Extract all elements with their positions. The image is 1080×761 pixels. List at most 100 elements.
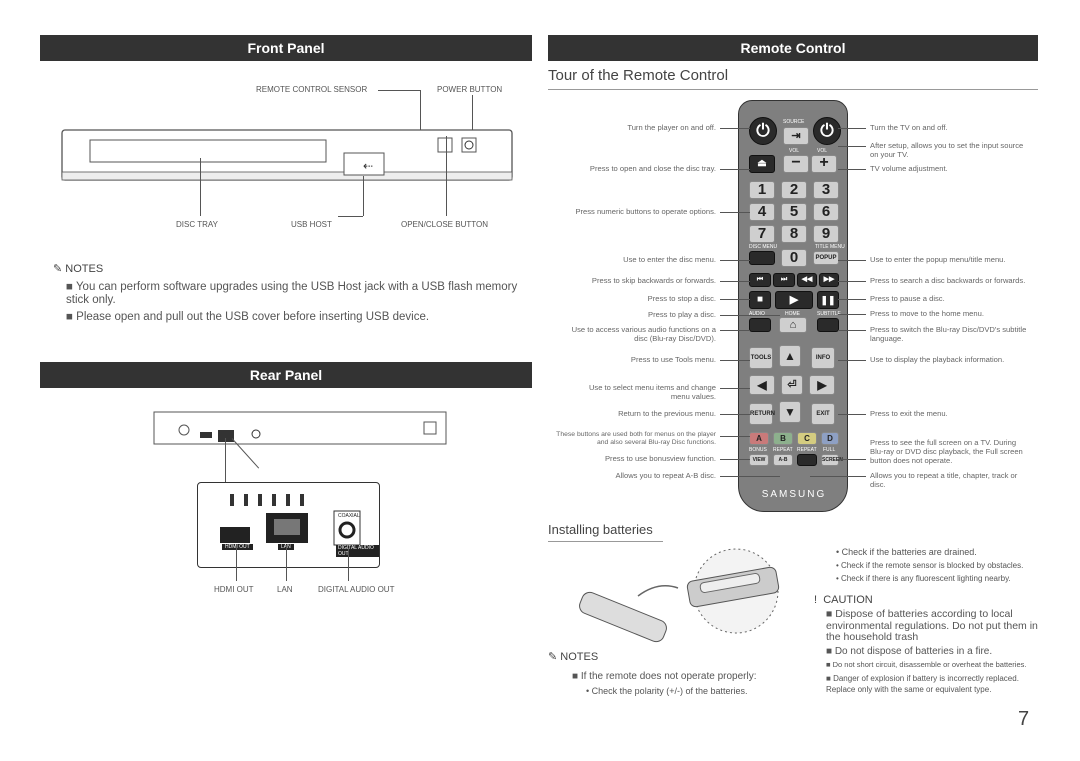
label-popup: Use to enter the popup menu/title menu. — [870, 255, 1006, 264]
bonusview-button[interactable]: VIEW — [749, 454, 769, 466]
remote-control-header: Remote Control — [548, 35, 1038, 61]
up-arrow-button[interactable]: ▲ — [779, 345, 801, 367]
label-home: Press to move to the home menu. — [870, 309, 984, 318]
page-number: 7 — [1018, 708, 1030, 730]
power-button[interactable]: ⏻ — [749, 117, 777, 145]
remote-control-body: ⏻ ⇥ SOURCE ⏻ ⏏ − + VOL VOL 1 2 3 4 5 6 7… — [738, 100, 848, 512]
subtitle-button[interactable] — [817, 318, 839, 332]
down-arrow-button[interactable]: ▼ — [779, 401, 801, 423]
repeat-ab-button[interactable]: A-B — [773, 454, 793, 466]
lan-port-label: LAN — [278, 544, 294, 550]
d-button[interactable]: D — [821, 432, 839, 445]
pencil-icon: ✎ — [548, 651, 558, 663]
label-bonusview: Press to use bonusview function. — [604, 454, 716, 463]
label-full-screen: Press to see the full screen on a TV. Du… — [870, 438, 1023, 465]
skip-forward-button[interactable]: ⏭ — [773, 273, 795, 287]
label-exit: Press to exit the menu. — [870, 409, 948, 418]
label-skip: Press to skip backwards or forwards. — [591, 276, 716, 285]
front-panel-header: Front Panel — [40, 35, 532, 61]
a-button[interactable]: A — [749, 432, 769, 445]
svg-text:⇠: ⇠ — [363, 159, 373, 173]
num-8-button[interactable]: 8 — [781, 225, 807, 243]
player-front-illustration: ⇠ — [60, 128, 514, 184]
label-subtitle: Press to switch the Blu-ray Disc/DVD's s… — [870, 325, 1027, 343]
right-arrow-button[interactable]: ▶ — [809, 375, 835, 395]
full-screen-button[interactable]: SCREEN — [821, 454, 843, 466]
caution-3: ■ Do not short circuit, disassemble or o… — [826, 660, 1027, 669]
tv-power-button[interactable]: ⏻ — [813, 117, 841, 145]
enter-button[interactable]: ⏎ — [781, 375, 803, 395]
battery-check-2: • Check if the batteries are drained. — [836, 547, 977, 557]
num-4-button[interactable]: 4 — [749, 203, 775, 221]
label-tools: Press to use Tools menu. — [630, 355, 716, 364]
num-1-button[interactable]: 1 — [749, 181, 775, 199]
digital-port-label: DIGITAL AUDIO OUT — [336, 545, 379, 557]
skip-back-button[interactable]: ⏮ — [749, 273, 771, 287]
pause-button[interactable]: ❚❚ — [817, 291, 839, 309]
home-button[interactable]: ⌂ — [779, 317, 807, 333]
tools-button[interactable]: TOOLS — [749, 347, 773, 369]
samsung-logo: SAMSUNG — [761, 489, 827, 500]
rear-ports-detail: HDMI OUT LAN COAXIAL DIGITAL AUDIO OUT — [197, 482, 380, 568]
vol-minus-button[interactable]: − — [783, 155, 809, 173]
vol-plus-button[interactable]: + — [811, 155, 837, 173]
source-button[interactable]: ⇥ — [783, 127, 809, 145]
remote-sensor-label: REMOTE CONTROL SENSOR — [256, 85, 368, 94]
num-0-button[interactable]: 0 — [781, 249, 807, 267]
caution-heading: ! CAUTION — [814, 594, 873, 606]
label-numeric: Press numeric buttons to operate options… — [575, 207, 716, 216]
power-button-label: POWER BUTTON — [437, 85, 503, 94]
battery-illustration — [568, 546, 798, 646]
c-button[interactable]: C — [797, 432, 817, 445]
battery-check-3: • Check if the remote sensor is blocked … — [836, 561, 1024, 570]
b-button[interactable]: B — [773, 432, 793, 445]
num-9-button[interactable]: 9 — [813, 225, 839, 243]
num-3-button[interactable]: 3 — [813, 181, 839, 199]
pencil-icon: ✎ — [53, 263, 63, 275]
disc-menu-button[interactable] — [749, 251, 775, 265]
num-5-button[interactable]: 5 — [781, 203, 807, 221]
num-2-button[interactable]: 2 — [781, 181, 807, 199]
num-7-button[interactable]: 7 — [749, 225, 775, 243]
search-back-button[interactable]: ◀◀ — [797, 273, 817, 287]
info-button[interactable]: INFO — [811, 347, 835, 369]
left-arrow-button[interactable]: ◀ — [749, 375, 775, 395]
label-repeat: Allows you to repeat a title, chapter, t… — [870, 471, 1018, 489]
label-disc-menu: Use to enter the disc menu. — [623, 255, 716, 264]
batteries-title: Installing batteries — [548, 522, 653, 537]
label-volume: TV volume adjustment. — [870, 164, 948, 173]
eject-button[interactable]: ⏏ — [749, 155, 775, 173]
rear-panel-header: Rear Panel — [40, 362, 532, 388]
hdmi-out-label: HDMI OUT — [214, 585, 254, 594]
stop-button[interactable]: ■ — [749, 291, 771, 309]
lan-label: LAN — [277, 585, 293, 594]
label-pause: Press to pause a disc. — [870, 294, 945, 303]
open-close-label: OPEN/CLOSE BUTTON — [401, 220, 488, 229]
label-player-power: Turn the player on and off. — [627, 123, 716, 132]
battery-note: ■ If the remote does not operate properl… — [572, 671, 757, 682]
front-note-1: ■ You can perform software upgrades usin… — [66, 281, 518, 306]
audio-button[interactable] — [749, 318, 771, 332]
digital-audio-out-label: DIGITAL AUDIO OUT — [318, 585, 395, 594]
num-6-button[interactable]: 6 — [813, 203, 839, 221]
label-info: Use to display the playback information. — [870, 355, 1005, 364]
repeat-button[interactable] — [797, 454, 817, 466]
play-button[interactable]: ▶ — [775, 291, 813, 309]
label-tv-power: Turn the TV on and off. — [870, 123, 948, 132]
label-source: After setup, allows you to set the input… — [870, 141, 1024, 159]
label-color-buttons: These buttons are used both for menus on… — [556, 431, 716, 446]
front-notes-heading: ✎ NOTES — [53, 263, 104, 275]
caution-2: ■ Do not dispose of batteries in a fire. — [826, 646, 993, 657]
exit-button[interactable]: EXIT — [811, 403, 835, 425]
search-forward-button[interactable]: ▶▶ — [819, 273, 839, 287]
coaxial-port-label: COAXIAL — [338, 513, 360, 519]
hdmi-port-label: HDMI OUT — [222, 544, 253, 550]
battery-check-1: • Check the polarity (+/-) of the batter… — [586, 686, 748, 696]
popup-button[interactable]: POPUP — [813, 251, 839, 265]
label-play: Press to play a disc. — [648, 310, 716, 319]
battery-notes-heading: ✎ NOTES — [548, 651, 599, 663]
label-disc-tray: Press to open and close the disc tray. — [589, 164, 716, 173]
remote-tour-title: Tour of the Remote Control — [548, 67, 729, 84]
return-button[interactable]: RETURN — [749, 403, 775, 425]
battery-check-4: • Check if there is any fluorescent ligh… — [836, 574, 1011, 583]
